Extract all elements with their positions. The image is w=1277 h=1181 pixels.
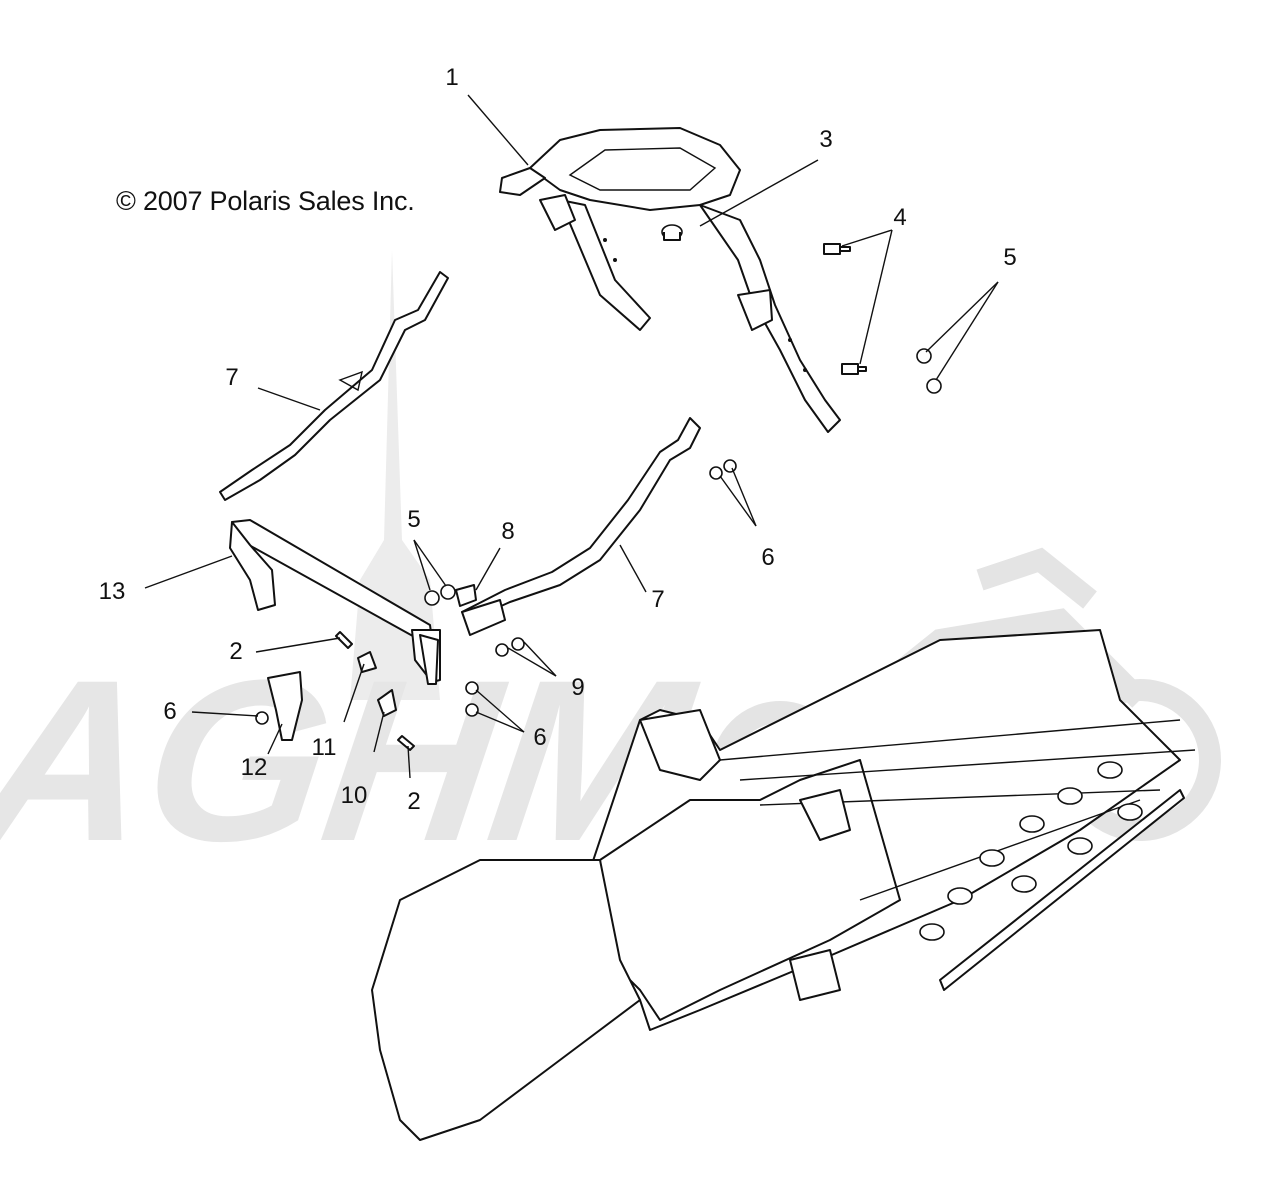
- callout-11: 11: [311, 734, 337, 761]
- watermark-spire: [350, 250, 440, 700]
- chassis-tunnel: [371, 629, 1196, 1141]
- callout-5: 5: [1003, 244, 1017, 271]
- callout-7: 7: [225, 364, 239, 391]
- callout-12: 12: [240, 754, 268, 781]
- part-6-bolts-middle: [465, 681, 479, 717]
- part-2-pins: [335, 631, 415, 751]
- part-3-bolt: [661, 224, 683, 241]
- leader-lines: [144, 94, 999, 779]
- part-7-right-bar: [461, 417, 701, 636]
- callout-13: 13: [98, 578, 126, 605]
- callout-8: 8: [501, 518, 515, 545]
- chassis-cutouts: [919, 761, 1143, 941]
- part-5-nuts-right: [916, 348, 942, 394]
- part-1-steering-hoop: [499, 127, 841, 433]
- callout-7: 7: [651, 586, 665, 613]
- part-9-bolts: [495, 637, 525, 657]
- part-4-bolts: [823, 243, 867, 375]
- callout-10: 10: [340, 782, 368, 809]
- callout-5: 5: [407, 506, 421, 533]
- part-5-nuts-left: [424, 584, 456, 606]
- callout-4: 4: [893, 204, 907, 231]
- callout-1: 1: [445, 64, 459, 91]
- copyright-notice: © 2007 Polaris Sales Inc.: [116, 186, 415, 216]
- callout-3: 3: [819, 126, 833, 153]
- part-10-plate: [377, 689, 397, 717]
- callout-6: 6: [163, 698, 177, 725]
- callout-6: 6: [761, 544, 775, 571]
- callout-2: 2: [407, 788, 421, 815]
- callout-9: 9: [571, 674, 585, 701]
- part-12-bracket: [267, 671, 303, 741]
- part-6-bolt-left: [255, 711, 269, 725]
- part-13-crossbar: [229, 519, 441, 685]
- part-7-left-bar: [219, 271, 449, 501]
- part-8-plate: [455, 584, 477, 607]
- callout-2: 2: [229, 638, 243, 665]
- callout-6: 6: [533, 724, 547, 751]
- watermark-text: AGHM: [0, 632, 708, 889]
